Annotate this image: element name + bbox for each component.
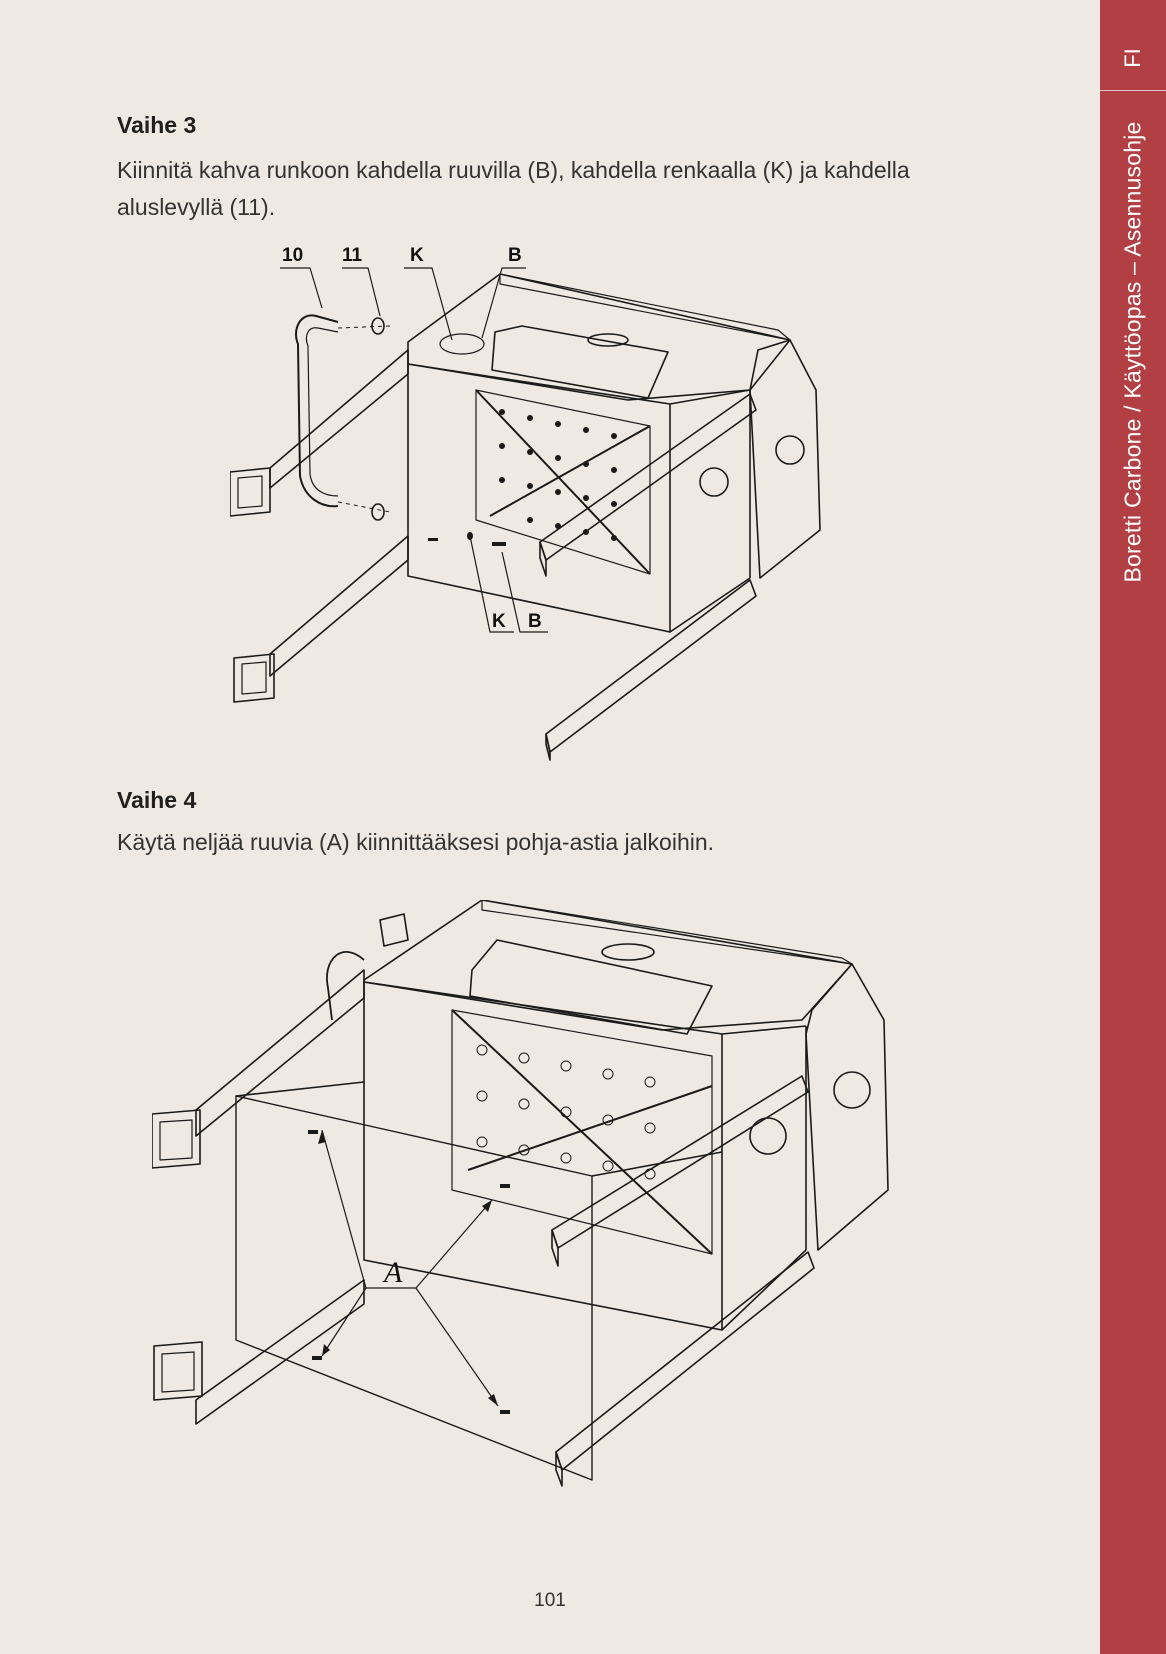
step3-text: Kiinnitä kahva runkoon kahdella ruuvilla… [117,157,910,220]
language-label: FI [1120,48,1145,68]
callout-a: A [382,1256,403,1289]
manual-title: Boretti Carbone / Käyttöopas – Asennusoh… [1119,121,1146,583]
callout-b-bottom: B [528,611,542,632]
page-number: 101 [534,1590,566,1611]
side-divider [1100,90,1166,91]
step3-heading: Vaihe 3 [117,112,197,138]
step4-heading: Vaihe 4 [117,787,197,813]
callout-k-bottom: K [492,611,506,632]
step4-text: Käytä neljää ruuvia (A) kiinnittääksesi … [117,829,715,855]
step4-illustration: A [152,900,942,1560]
callout-b-top: B [508,245,522,266]
callout-11: 11 [342,245,363,266]
step3-illustration: 10 11 K B K B [230,240,870,810]
callout-10: 10 [282,245,303,266]
side-band: FI Boretti Carbone / Käyttöopas – Asennu… [1100,0,1166,1654]
language-tab: FI [1100,0,1166,90]
callout-k-top: K [410,245,424,266]
